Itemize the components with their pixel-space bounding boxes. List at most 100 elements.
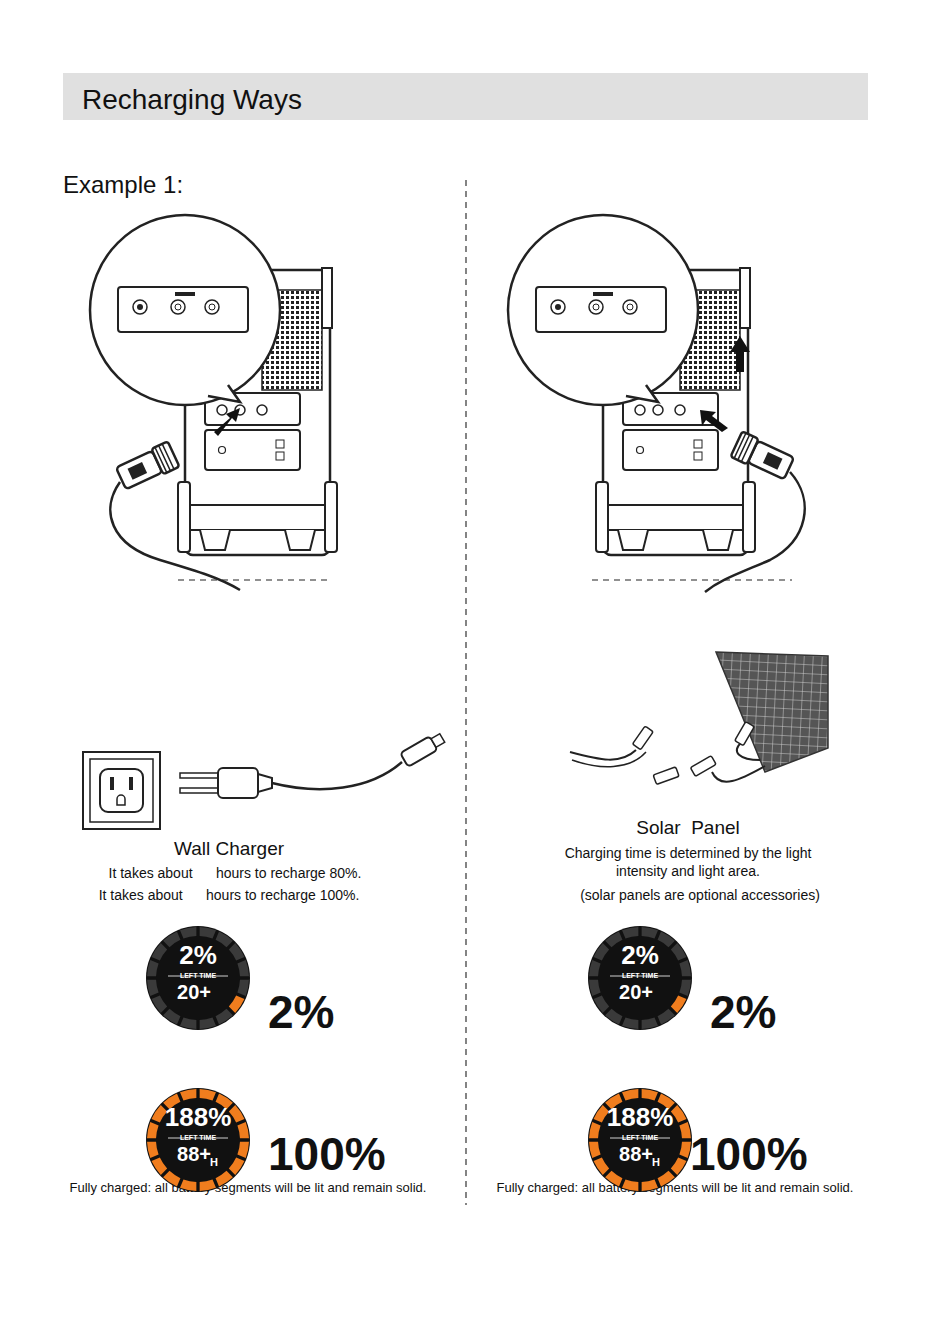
display-reading: 20+ [606, 982, 666, 1002]
battery-segment [622, 1017, 638, 1029]
cut-line [178, 579, 330, 580]
solar-panel-part [632, 726, 653, 750]
battery-segment [216, 932, 233, 948]
right-station [508, 215, 805, 592]
battery-percent: 100% [268, 1126, 438, 1184]
display-caption: LEFT TIME [610, 1134, 670, 1141]
battery-segment [147, 1122, 159, 1138]
battery-segment [180, 927, 196, 939]
wall-outlet [83, 752, 160, 829]
solar-panel-part-part [735, 722, 755, 746]
cable-connector-part [151, 441, 179, 474]
cable-connector-part [731, 431, 759, 464]
status-note: Fully charged: all battery segments will… [457, 1180, 893, 1196]
battery-segment [237, 960, 249, 976]
battery-segment [642, 1179, 658, 1191]
battery-segment [589, 960, 601, 976]
battery-segment [163, 1171, 180, 1187]
battery-segment [622, 1089, 638, 1101]
solar-panel-part [572, 752, 646, 767]
left-station [90, 215, 337, 590]
solar-panel-part [712, 766, 765, 782]
solar-panel-part [653, 767, 679, 785]
battery-segment [679, 960, 691, 976]
wall-outlet-part [117, 795, 125, 805]
display-reading: 2% [156, 942, 240, 968]
battery-segment [229, 943, 245, 960]
wall-outlet-part [83, 752, 160, 829]
battery-percent: 2% [268, 984, 368, 1042]
solar-panel-part [735, 722, 755, 746]
right-station-part [705, 472, 805, 592]
battery-segment [229, 996, 245, 1013]
battery-segment [589, 1122, 601, 1138]
battery-segment [642, 1017, 658, 1029]
battery-segment [589, 980, 601, 996]
source-name: Solar Panel [538, 816, 838, 840]
display-face [588, 1088, 692, 1192]
battery-segment [180, 1089, 196, 1101]
cable-connector-part [155, 444, 174, 473]
wall-plug-cable-part-part [431, 734, 445, 748]
battery-segment [229, 1158, 245, 1175]
battery-display: 2% LEFT TIME 20+ [146, 926, 250, 1030]
display-face [588, 926, 692, 1030]
battery-segment [200, 1179, 216, 1191]
solar-panel-part [690, 756, 716, 777]
battery-segment [622, 1179, 638, 1191]
solar-panel [570, 652, 828, 784]
wall-plug-cable-part [400, 731, 446, 767]
title-band [63, 73, 868, 120]
battery-segment [679, 1122, 691, 1138]
battery-segment [216, 1171, 233, 1187]
battery-segment [642, 927, 658, 939]
insert-arrow [700, 410, 728, 432]
charge-time-note: It takes about hours to recharge 80%. [60, 865, 410, 883]
wall-outlet-part [100, 769, 143, 812]
wall-plug-cable-part [180, 773, 220, 778]
battery-segment [152, 943, 168, 960]
solar-panel-part-part [653, 767, 679, 785]
charge-time-note: It takes about hours to recharge 100%. [54, 887, 404, 905]
section-heading: Example 1: [63, 170, 323, 200]
wall-plug-cable-part [272, 762, 402, 789]
battery-segment [147, 1142, 159, 1158]
battery-display: 188%LEFT TIME88+H [588, 1088, 692, 1192]
battery-segment [658, 932, 675, 948]
battery-segment [605, 932, 622, 948]
wall-outlet-part [90, 759, 153, 822]
wall-plug-cable [180, 731, 446, 798]
cable-connector [115, 441, 179, 491]
charge-time-note: Charging time is determined by the light… [548, 845, 828, 880]
battery-segment [147, 980, 159, 996]
left-station-part [110, 482, 240, 590]
battery-segment [671, 943, 687, 960]
battery-segment [200, 1017, 216, 1029]
battery-segment [594, 943, 610, 960]
display-reading: H [652, 1157, 666, 1168]
lift-arrow [730, 336, 750, 372]
cable-connector-part [734, 433, 753, 462]
solar-panel-part [716, 652, 828, 772]
display-reading: H [210, 1157, 224, 1168]
battery-display: 2%LEFT TIME20+ [588, 926, 692, 1030]
battery-segment [152, 1158, 168, 1175]
battery-percent: 100% [690, 1126, 860, 1184]
battery-segment [642, 1089, 658, 1101]
cable-connector-part [763, 452, 783, 470]
display-face [146, 926, 250, 1030]
battery-segment [671, 996, 687, 1013]
battery-segment [679, 980, 691, 996]
display-caption: LEFT TIME [168, 972, 228, 979]
battery-segment [200, 927, 216, 939]
display-reading: 20+ [164, 982, 224, 1002]
battery-segment [237, 980, 249, 996]
battery-segment [589, 1142, 601, 1158]
wall-plug-cable-part [218, 768, 258, 798]
column-divider [465, 180, 466, 1205]
battery-segment [237, 1122, 249, 1138]
cable-connector [731, 431, 795, 481]
cable-connector-part [128, 462, 148, 480]
